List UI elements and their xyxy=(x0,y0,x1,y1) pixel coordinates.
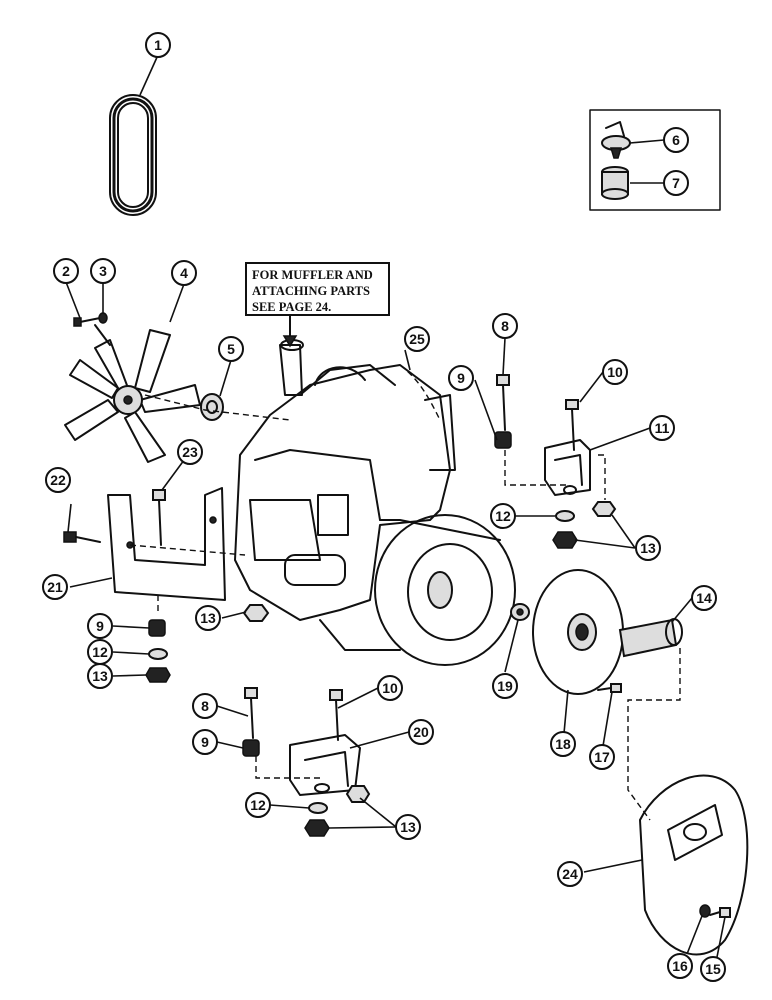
callout-number: 9 xyxy=(96,618,104,634)
callout-number: 23 xyxy=(182,444,198,460)
cooling-fan xyxy=(64,324,201,463)
nut-part-13-engine xyxy=(242,604,270,622)
callout-18: 18 xyxy=(550,731,576,757)
callout-number: 18 xyxy=(555,736,571,752)
callout-20: 20 xyxy=(408,719,434,745)
engine-assembly xyxy=(234,339,516,666)
callout-13-left: 13 xyxy=(87,663,113,689)
sender-part-7 xyxy=(601,166,629,200)
flexplate-part-18 xyxy=(532,569,624,695)
callout-number: 24 xyxy=(562,866,578,882)
callout-number: 21 xyxy=(47,579,63,595)
callout-number: 13 xyxy=(92,668,108,684)
callout-number: 9 xyxy=(201,734,209,750)
callout-11: 11 xyxy=(649,415,675,441)
inset-box-parts-6-7 xyxy=(589,109,721,211)
fan-spacer-part-5 xyxy=(200,393,224,421)
leader-lines xyxy=(65,54,726,958)
callout-22: 22 xyxy=(45,467,71,493)
note-line-2: ATTACHING PARTS xyxy=(252,284,370,298)
cover-plate-part-24 xyxy=(639,774,749,956)
bolt-part-23 xyxy=(152,489,166,546)
callout-25: 25 xyxy=(404,326,430,352)
callout-4: 4 xyxy=(171,260,197,286)
callout-number: 10 xyxy=(382,680,398,696)
callout-3: 3 xyxy=(90,258,116,284)
callout-12-left: 12 xyxy=(87,639,113,665)
callout-number: 11 xyxy=(655,420,670,436)
left-mount-stack xyxy=(145,619,171,683)
callout-2: 2 xyxy=(53,258,79,284)
rear-right-mount xyxy=(494,374,617,549)
callout-number: 9 xyxy=(457,370,465,386)
callout-number: 17 xyxy=(594,749,610,765)
callout-21: 21 xyxy=(42,574,68,600)
front-support-bracket xyxy=(107,487,226,601)
callout-number: 5 xyxy=(227,341,235,357)
callout-24: 24 xyxy=(557,861,583,887)
callout-23: 23 xyxy=(177,439,203,465)
callout-number: 13 xyxy=(200,610,216,626)
callout-10-front: 10 xyxy=(377,675,403,701)
note-line-3: SEE PAGE 24. xyxy=(252,300,331,314)
callout-number: 10 xyxy=(607,364,623,380)
washer-part-3 xyxy=(98,312,108,324)
callout-5: 5 xyxy=(218,336,244,362)
callout-14: 14 xyxy=(691,585,717,611)
callout-number: 8 xyxy=(201,698,209,714)
callout-13: 13 xyxy=(635,535,661,561)
fan-bolt-part-2 xyxy=(73,317,101,327)
callout-number: 12 xyxy=(495,508,511,524)
callout-7: 7 xyxy=(663,170,689,196)
callout-9-front: 9 xyxy=(192,729,218,755)
muffler-reference-note: FOR MUFFLER AND ATTACHING PARTS SEE PAGE… xyxy=(245,262,390,348)
callout-number: 13 xyxy=(400,819,416,835)
washer-part-16 xyxy=(699,904,711,918)
callout-number: 19 xyxy=(497,678,513,694)
thermostat-part-6 xyxy=(601,121,631,159)
callout-17: 17 xyxy=(589,744,615,770)
callout-number: 15 xyxy=(705,961,721,977)
callout-number: 3 xyxy=(99,263,107,279)
callout-12: 12 xyxy=(490,503,516,529)
callout-19: 19 xyxy=(492,673,518,699)
callout-6: 6 xyxy=(663,127,689,153)
callout-number: 14 xyxy=(696,590,712,606)
drive-shaft-part-14 xyxy=(618,618,683,658)
callout-15: 15 xyxy=(700,956,726,982)
callout-number: 4 xyxy=(180,265,188,281)
assembly-lines xyxy=(129,394,681,821)
bolt-part-17 xyxy=(597,683,622,693)
callout-12-front: 12 xyxy=(245,792,271,818)
callout-number: 2 xyxy=(62,263,70,279)
callout-8-front: 8 xyxy=(192,693,218,719)
callout-8: 8 xyxy=(492,313,518,339)
pilot-bearing-part-19 xyxy=(510,603,530,621)
callout-number: 12 xyxy=(92,644,108,660)
callout-number: 13 xyxy=(640,540,656,556)
callout-10: 10 xyxy=(602,359,628,385)
callout-9-left: 9 xyxy=(87,613,113,639)
callout-number: 8 xyxy=(501,318,509,334)
callout-1: 1 xyxy=(145,32,171,58)
callout-number: 20 xyxy=(413,724,429,740)
callout-13-engine: 13 xyxy=(195,605,221,631)
callout-number: 25 xyxy=(409,331,425,347)
callout-number: 7 xyxy=(672,175,680,191)
fan-belt xyxy=(109,94,157,216)
callout-number: 16 xyxy=(672,958,688,974)
note-line-1: FOR MUFFLER AND xyxy=(252,268,373,282)
callout-9: 9 xyxy=(448,365,474,391)
bolt-part-15 xyxy=(709,907,731,918)
callout-number: 12 xyxy=(250,797,266,813)
callout-16: 16 xyxy=(667,953,693,979)
callout-13-front: 13 xyxy=(395,814,421,840)
front-right-mount xyxy=(242,687,371,837)
bolt-part-22 xyxy=(63,531,101,543)
callout-number: 22 xyxy=(50,472,66,488)
callout-number: 6 xyxy=(672,132,680,148)
callout-number: 1 xyxy=(154,37,162,53)
